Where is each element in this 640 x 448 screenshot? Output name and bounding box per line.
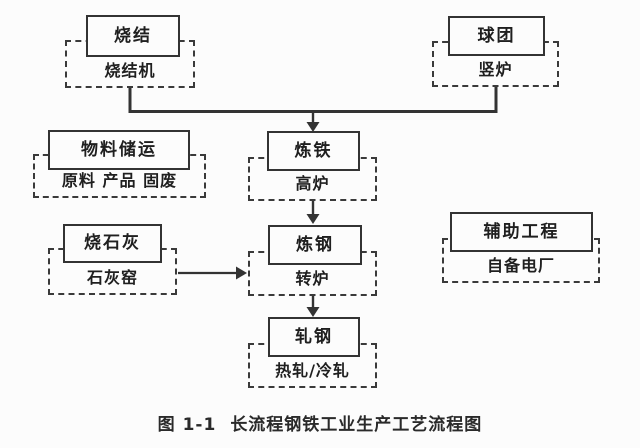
pellet-box: 球团 <box>448 16 545 56</box>
lime-burning-label: 烧石灰 <box>84 233 141 253</box>
material-detail-label: 原料 产品 固废 <box>61 171 178 190</box>
sinter-box: 烧结 <box>86 15 180 57</box>
figure-caption-title: 长流程钢铁工业生产工艺流程图 <box>230 415 483 435</box>
pellet-label: 球团 <box>477 25 516 46</box>
material-storage-box: 物料储运 <box>48 130 190 170</box>
blast-furnace-label: 高炉 <box>295 174 330 193</box>
figure-caption-number: 图 1-1 <box>157 415 217 435</box>
ironmaking-label: 炼铁 <box>294 140 333 161</box>
rolling-label: 轧钢 <box>295 326 333 347</box>
converter-label: 转炉 <box>295 269 330 288</box>
hot-cold-rolling-label: 热轧/冷轧 <box>275 361 350 380</box>
arrowhead-to-rolling <box>306 307 320 317</box>
captive-power-label: 自备电厂 <box>486 256 555 275</box>
figure-caption: 图 1-1 长流程钢铁工业生产工艺流程图 <box>0 410 640 435</box>
arrowhead-to-steelmaking <box>306 214 320 224</box>
ironmaking-box: 炼铁 <box>267 131 360 171</box>
steelmaking-box: 炼钢 <box>268 225 362 265</box>
rolling-box: 轧钢 <box>268 317 360 357</box>
sinter-machine-label: 烧结机 <box>104 61 156 80</box>
arrowhead-lime-to-steel <box>236 266 247 280</box>
lime-kiln-label: 石灰窑 <box>86 268 138 287</box>
connector-top-merge <box>128 87 498 113</box>
shaft-furnace-label: 竖炉 <box>478 60 513 79</box>
lime-burning-box: 烧石灰 <box>63 224 162 263</box>
auxiliary-label: 辅助工程 <box>483 221 560 242</box>
sinter-label: 烧结 <box>114 25 152 46</box>
auxiliary-box: 辅助工程 <box>450 212 593 252</box>
steelmaking-label: 炼钢 <box>296 234 334 255</box>
material-storage-label: 物料储运 <box>81 139 157 160</box>
